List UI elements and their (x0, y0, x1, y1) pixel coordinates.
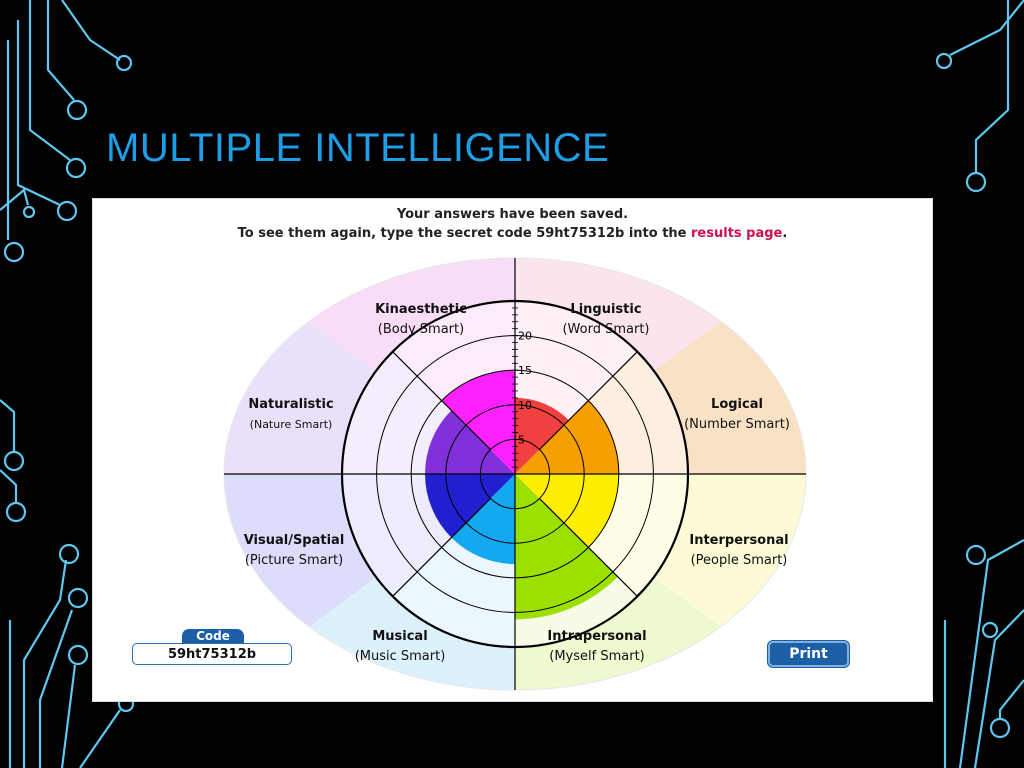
intelligence-wheel: 5 10 15 20 Linguistic (Word Smart) Logical (Num… (223, 257, 807, 691)
sublabel-intrapersonal: (Myself Smart) (549, 649, 644, 664)
code-field[interactable] (132, 643, 292, 665)
secret-code-message: To see them again, type the secret code … (93, 226, 932, 241)
sublabel-kinaesthetic: (Body Smart) (378, 322, 464, 337)
label-interpersonal: Interpersonal (689, 533, 788, 548)
label-linguistic: Linguistic (570, 302, 641, 317)
tick-label: 15 (518, 364, 532, 377)
results-panel: Your answers have been saved. To see the… (93, 199, 932, 701)
secret-code-text: To see them again, type the secret code … (237, 226, 692, 241)
tick-label: 10 (518, 399, 532, 412)
label-intrapersonal: Intrapersonal (547, 629, 646, 644)
bar-linguistic (515, 397, 569, 474)
sublabel-linguistic: (Word Smart) (562, 322, 649, 337)
spoke-5 (392, 498, 491, 597)
bar-logical (515, 400, 619, 474)
label-logical: Logical (711, 397, 763, 412)
label-visual-spatial: Visual/Spatial (244, 533, 345, 548)
sublabel-musical: (Music Smart) (355, 649, 446, 664)
sublabel-interpersonal: (People Smart) (691, 553, 788, 568)
bar-intrapersonal (515, 474, 618, 620)
spoke-7 (392, 351, 491, 450)
tick-label: 20 (518, 330, 532, 343)
results-page-link[interactable]: results page (691, 226, 783, 241)
spoke-1 (539, 351, 638, 450)
sublabel-logical: (Number Smart) (684, 417, 790, 432)
message-end: . (782, 226, 788, 241)
label-musical: Musical (372, 629, 427, 644)
label-kinaesthetic: Kinaesthetic (375, 302, 467, 317)
sublabel-visual-spatial: (Picture Smart) (245, 553, 343, 568)
bar-kinaesthetic (441, 370, 515, 474)
tick-label: 5 (518, 433, 525, 446)
saved-message: Your answers have been saved. (396, 207, 629, 222)
code-label: Code (182, 629, 244, 644)
spoke-3 (539, 498, 638, 597)
slide-title: MULTIPLE INTELLIGENCE (106, 126, 610, 170)
label-naturalistic: Naturalistic (248, 397, 333, 412)
bar-interpersonal (515, 474, 619, 548)
sublabel-naturalistic: (Nature Smart) (250, 418, 333, 431)
print-button[interactable]: Print (768, 641, 849, 667)
